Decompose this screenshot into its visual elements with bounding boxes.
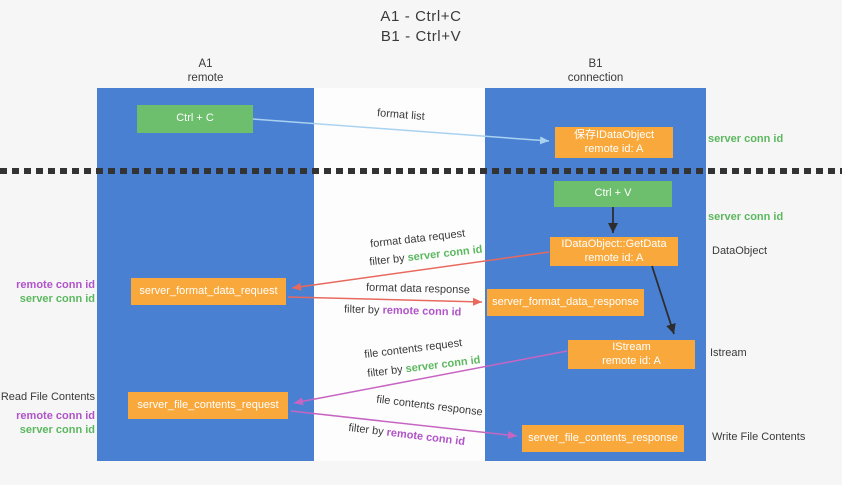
node-idataobject-getdata: IDataObject::GetData remote id: A [550, 237, 678, 266]
label-dataobject: DataObject [712, 245, 768, 257]
label-server-conn-id-left-2: server conn id [19, 424, 95, 436]
lane-a1-name: A1 [198, 58, 213, 70]
node-server-format-data-request-label: server_format_data_request [139, 284, 278, 297]
node-ctrl-v: Ctrl + V [554, 181, 672, 207]
node-server-format-data-response: server_format_data_response [487, 289, 644, 316]
node-server-file-contents-response: server_file_contents_response [522, 425, 684, 452]
node-getdata-line1: IDataObject::GetData [561, 238, 667, 250]
node-server-file-contents-request-label: server_file_contents_request [137, 398, 279, 411]
node-getdata-line2: remote id: A [584, 251, 644, 264]
node-ctrl-c: Ctrl + C [137, 105, 253, 133]
diagram-title: A1 - Ctrl+C B1 - Ctrl+V [0, 7, 842, 47]
lane-b1-subtitle: connection [567, 72, 624, 84]
filter-by-text: filter by [343, 303, 383, 317]
label-write-file-contents: Write File Contents [712, 431, 806, 443]
node-istream-line1: IStream [612, 341, 651, 353]
node-ctrl-c-label: Ctrl + C [176, 112, 214, 125]
label-istream: Istream [710, 347, 747, 359]
node-save-idataobject: 保存IDataObject remote id: A [555, 127, 673, 158]
lane-a1-subtitle: remote [187, 72, 224, 84]
label-remote-conn-id-left-2: remote conn id [16, 410, 95, 422]
label-server-conn-id-left-1: server conn id [19, 293, 95, 305]
node-server-file-contents-response-label: server_file_contents_response [528, 431, 678, 444]
remote-conn-id-text: remote conn id [382, 304, 462, 319]
node-save-idataobject-line1: 保存IDataObject [573, 129, 655, 141]
lane-b1-name: B1 [588, 58, 603, 70]
phase-separator-dotted-line [0, 168, 842, 174]
label-remote-conn-id-left-1: remote conn id [16, 279, 95, 291]
node-ctrl-v-label: Ctrl + V [594, 187, 632, 200]
node-server-file-contents-request: server_file_contents_request [128, 392, 288, 419]
label-read-file-contents: Read File Contents [0, 391, 95, 403]
lane-header-b1: B1 connection [485, 57, 706, 85]
label-server-conn-id-mid-right: server conn id [708, 211, 784, 223]
label-server-conn-id-top-right: server conn id [708, 133, 784, 145]
node-server-format-data-request: server_format_data_request [131, 278, 286, 305]
lane-header-a1: A1 remote [97, 57, 314, 85]
node-istream: IStream remote id: A [568, 340, 695, 369]
node-istream-line2: remote id: A [602, 354, 661, 367]
title-line-1: A1 - Ctrl+C [380, 8, 462, 25]
node-save-idataobject-line2: remote id: A [584, 142, 644, 155]
title-line-2: B1 - Ctrl+V [380, 28, 462, 45]
node-server-format-data-response-label: server_format_data_response [492, 295, 639, 308]
